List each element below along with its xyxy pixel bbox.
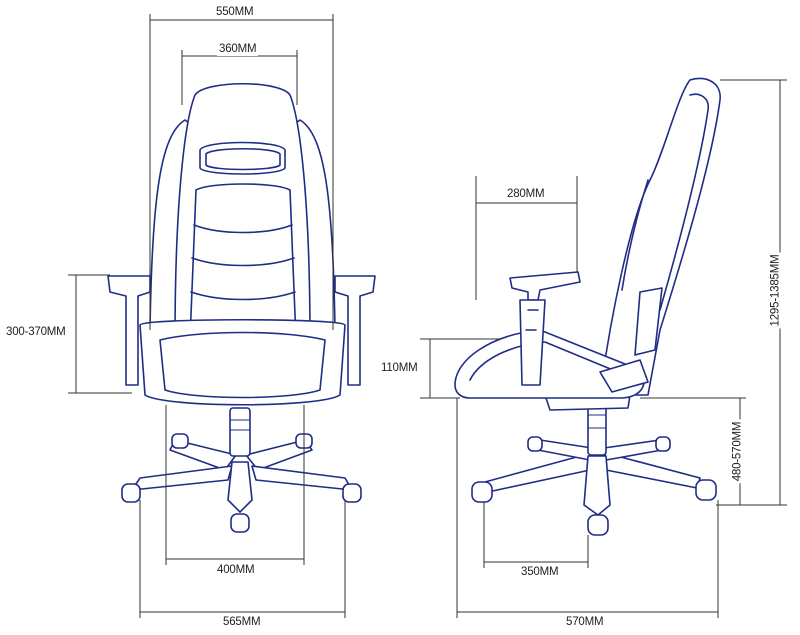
front-armrest-right xyxy=(334,275,376,386)
label-side-base-depth: 570MM xyxy=(564,616,606,629)
caster-front-1 xyxy=(171,433,189,449)
side-base-leg-back-left xyxy=(537,439,593,461)
caster-side-3 xyxy=(527,436,543,452)
front-view-chair xyxy=(107,83,376,533)
side-armrest-pad xyxy=(509,271,581,301)
front-gas-lift xyxy=(229,407,251,457)
side-dimension-lines xyxy=(420,79,787,618)
side-armrest-post xyxy=(519,299,546,386)
front-headrest-slot xyxy=(199,141,286,175)
front-dimension-lines xyxy=(68,14,346,618)
front-lumbar-panel xyxy=(189,183,297,341)
caster-side-5 xyxy=(587,514,609,536)
label-front-armrest-height: 300-370MM xyxy=(4,326,68,339)
caster-front-5 xyxy=(230,513,250,533)
front-base-leg-far-right xyxy=(251,465,353,491)
side-recline-lever xyxy=(599,359,649,393)
label-side-seat-thickness: 110MM xyxy=(379,362,420,375)
label-side-armrest-length: 280MM xyxy=(505,188,547,201)
front-seat xyxy=(139,318,346,406)
caster-side-1 xyxy=(471,481,493,503)
side-base-leg-back-right xyxy=(603,439,663,461)
front-base-leg-center xyxy=(227,461,253,513)
side-backrest xyxy=(599,77,721,396)
label-front-overall-width: 550MM xyxy=(214,6,256,19)
label-side-seat-height: 480-570MM xyxy=(731,419,745,484)
label-front-base-width: 565MM xyxy=(221,616,263,629)
label-front-seat-width: 400MM xyxy=(215,564,257,577)
caster-front-3 xyxy=(121,483,141,503)
caster-side-4 xyxy=(655,436,671,452)
label-side-total-height: 1295-1385MM xyxy=(769,252,783,329)
label-front-backrest-width: 360MM xyxy=(217,43,259,56)
caster-side-2 xyxy=(695,479,717,501)
side-base-leg-center xyxy=(583,455,611,516)
front-base-leg-right xyxy=(245,439,313,471)
front-backrest xyxy=(174,83,311,341)
label-side-seat-depth: 350MM xyxy=(519,566,561,579)
side-view-chair xyxy=(454,77,721,536)
side-lumbar-bolster xyxy=(634,287,663,356)
front-base-leg-far-left xyxy=(131,465,233,491)
caster-front-4 xyxy=(342,483,362,503)
